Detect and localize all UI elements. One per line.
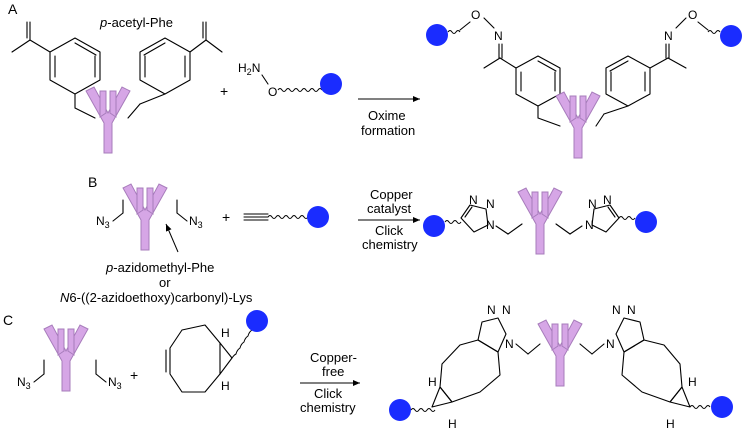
arrow-c-label-bottom-1: Click [314,386,343,401]
product-a-n-left: N [494,29,503,43]
triazole-b-right-n1: N [585,218,594,232]
arrow-a-label-1: Oxime [368,108,406,123]
triazole-b-right-n3: N [603,193,612,207]
panel-b-label: B [88,174,97,190]
product-a-o-left: O [471,8,480,22]
h2n-label: H2N [238,61,260,77]
arrow-b-label-top-1: Copper [370,187,413,202]
payload-a-right [720,25,742,47]
plus-b: + [222,209,230,225]
product-c-n-left-1: N [487,303,496,317]
payload-c-right [711,396,733,418]
panel-c-label: C [3,312,13,328]
note-b-1: p-azidomethyl-Phe [105,260,214,275]
acetyl-phenyl-left [11,21,101,119]
product-a-o-right: O [688,8,697,22]
product-c-h-left-bottom: H [448,417,457,431]
product-b: N N N N N N [423,187,657,255]
arrow-b-label-bottom-1: Click [375,223,404,238]
plus-a: + [220,83,228,99]
product-c-n-right-1: N [606,337,615,351]
product-c-h-right-top: H [688,375,697,389]
product-c-n-right-2: N [612,303,621,317]
product-a-n-right: N [664,29,673,43]
bcn-h-top: H [221,326,230,340]
arrow-a-label-2: formation [361,123,415,138]
bcn-h-bottom: H [221,379,230,393]
product-a: O N O N [426,8,742,159]
product-c-h-right-bottom: H [666,417,675,431]
triazole-b-right-n2: N [588,197,597,211]
payload-b-left [423,215,445,237]
antibody-a-product [555,91,601,159]
pointer-arrow-b [165,223,179,253]
azide-c-right: N3 [108,375,122,391]
panel-c: C N3 N3 + H H Copper- free Click chemist… [3,303,733,431]
azide-b-right: N3 [189,214,203,230]
payload-b-reagent [307,206,329,228]
azide-b-left: N3 [96,214,110,230]
antibody-c-reactant [43,324,89,392]
payload-b-right [635,211,657,233]
payload-a-left [426,24,448,46]
arrow-b-label-top-2: catalyst [367,201,411,216]
product-c: H H N N N N N N H H [389,303,733,431]
panel-b: B N3 N3 p-azidomethyl-Phe or N6-((2-azid… [60,174,657,305]
arrow-b-label-bottom-2: chemistry [362,237,418,252]
product-c-n-left-3: N [505,337,514,351]
acetyl-phenyl-right [127,21,223,119]
payload-c-reagent [246,310,268,332]
product-c-n-left-2: N [502,303,511,317]
aminooxy-reagent: H2N O [238,61,342,99]
arrow-c-label-bottom-2: chemistry [300,400,356,415]
note-b-3: N6-((2-azidoethoxy)carbonyl)-Lys [60,290,253,305]
triazole-b-left-n1: N [469,193,478,207]
azide-c-left: N3 [17,375,31,391]
product-c-h-left-top: H [428,375,437,389]
arrow-c-label-top-2: free [322,364,344,379]
triazole-b-left-n3: N [486,218,495,232]
payload-c-left [389,399,411,421]
panel-a-label: A [8,1,18,17]
antibody-a-reactant [85,86,131,154]
plus-c: + [130,367,138,383]
antibody-b-product [517,187,563,255]
bcn-reagent: H H [165,310,268,393]
o-label: O [268,85,277,99]
arrow-c-label-top-1: Copper- [310,350,357,365]
note-b-2: or [159,275,171,290]
product-c-n-right-3: N [627,303,636,317]
triazole-b-left-n2: N [486,197,495,211]
antibody-c-product [537,319,583,387]
alkyne-reagent [243,206,329,228]
panel-a: A p-acetyl-Phe [8,1,742,159]
payload-a-reagent [320,73,342,95]
antibody-b-reactant [122,183,168,251]
reagent-a-title: p-acetyl-Phe [99,15,173,30]
